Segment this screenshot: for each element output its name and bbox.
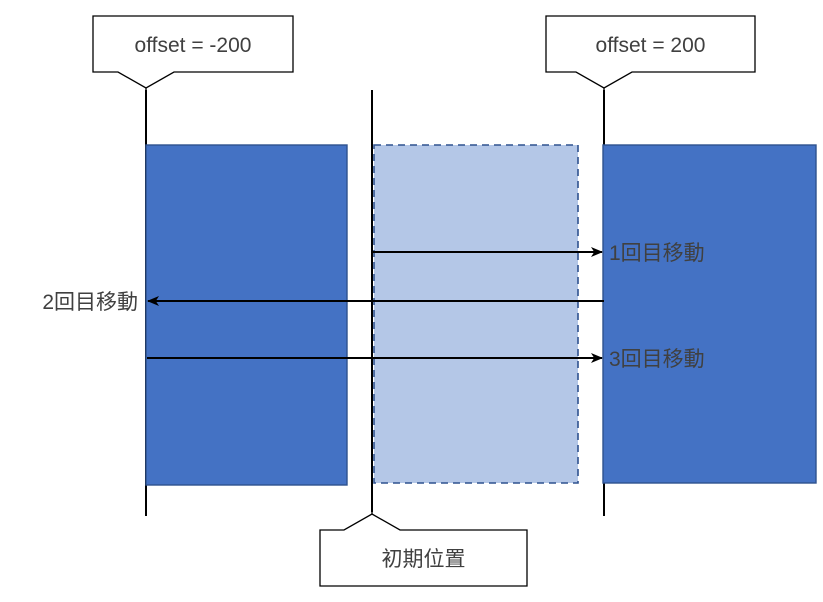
label-move-3: 3回目移動: [609, 348, 705, 371]
movement-arrows: [147, 247, 604, 363]
movement-labels: 1回目移動 2回目移動 3回目移動: [42, 242, 704, 371]
label-move-2: 2回目移動: [42, 291, 138, 314]
label-move-1: 1回目移動: [609, 242, 705, 265]
callout-label-initial-position: 初期位置: [382, 548, 466, 571]
callout-label-offset-negative: offset = -200: [135, 34, 252, 57]
rect-left-moved: [145, 144, 348, 486]
callout-label-offset-positive: offset = 200: [596, 34, 706, 57]
callout-offset-negative: [92, 15, 294, 89]
callouts: offset = -200 offset = 200 初期位置: [92, 15, 756, 587]
rect-initial-ghost: [373, 144, 579, 484]
callout-offset-positive: [545, 15, 756, 89]
position-rectangles: [145, 144, 817, 486]
rect-right-moved: [602, 144, 817, 484]
callout-initial-position: [319, 513, 528, 587]
